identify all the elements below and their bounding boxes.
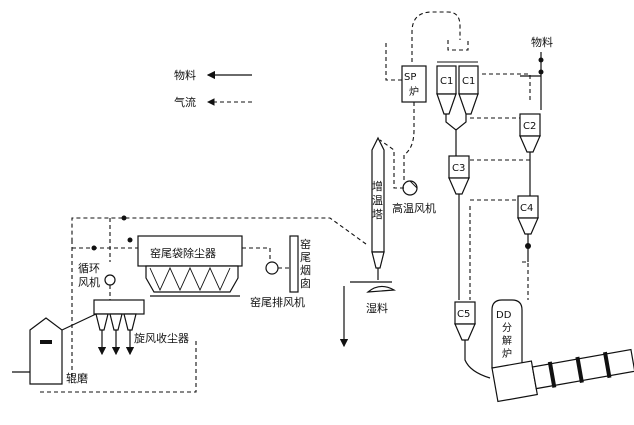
sp-gas-duct (411, 11, 461, 62)
sp-side-duct (385, 40, 402, 81)
kiln-tail-bag-filter (137, 235, 243, 267)
conditioning-tower-cone (371, 251, 385, 269)
chimney-label-1: 窑 (300, 237, 311, 251)
dd-calciner-label-2: 解 (502, 334, 512, 347)
preheater-system: SP 炉 C1 C1 物料 C2 C3 (385, 11, 634, 403)
cyclone-collector-label: 旋风收尘器 (134, 331, 189, 345)
wet-material-bin (366, 285, 396, 293)
mill-bottom-duct (40, 340, 197, 393)
dd-calciner-label-1: 分 (502, 322, 512, 334)
cyclone-c4-label: C4 (520, 203, 533, 214)
cyclone-c1-right-cone (458, 93, 479, 115)
conditioning-tower (371, 136, 385, 253)
circulating-fan-label-1: 循环 (78, 262, 100, 275)
mill-to-cyclone-pipe (61, 313, 97, 331)
sp-furnace-label-sp: SP (404, 72, 416, 83)
kiln-shell (531, 348, 634, 390)
c5-to-kiln-pipe (464, 340, 491, 379)
bag-filter: 窑尾袋除尘器 (137, 235, 271, 297)
legend-airflow-label: 气流 (174, 95, 196, 109)
legend-material-label: 物料 (174, 68, 196, 82)
cyclone-c1-left-cone (436, 93, 457, 115)
cyclone-c1-right-label: C1 (462, 76, 475, 87)
kiln-tyre-3 (602, 351, 612, 379)
high-temp-fan-label: 高温风机 (392, 201, 436, 215)
filter-to-exhaust-duct (242, 247, 271, 262)
calciner-riser (522, 261, 529, 300)
cyclone-c3-cone (448, 177, 470, 195)
kiln-tail-exhaust-fan (265, 261, 279, 275)
sp-to-fan-duct (403, 102, 415, 180)
chimney-label-3: 烟 (300, 263, 311, 277)
conditioning-tower-label-3: 塔 (372, 208, 383, 221)
cyclone-c2-cone (519, 135, 541, 153)
tower-to-mill-top-duct (71, 217, 367, 245)
kiln-tail-exhaust-fan-label: 窑尾排风机 (250, 295, 305, 309)
roller-mill-label: 辊磨 (66, 371, 88, 385)
cyclone-collector-cone-2 (109, 313, 123, 331)
kiln-tyre-1 (547, 361, 557, 388)
valve-b (127, 237, 133, 243)
dd-calciner (491, 299, 523, 369)
high-temp-fan (402, 180, 418, 196)
chimney-label-4: 囱 (300, 277, 311, 290)
dd-calciner-label-dd: DD (496, 310, 512, 321)
circulating-fan-label-2: 风机 (78, 275, 100, 289)
c1-discharge (445, 114, 467, 131)
cyclone-c3-label: C3 (452, 163, 465, 174)
roller-mill-roller (40, 340, 52, 344)
high-temp-fan-blade (409, 180, 418, 189)
mill-system: 循环 风机 旋风收尘器 辊磨 (12, 262, 189, 385)
cyclone-collector-cone-1 (95, 313, 109, 331)
sp-furnace-label-lu: 炉 (409, 86, 419, 98)
cyclone-c4-cone (517, 217, 539, 235)
dd-calciner-label-3: 炉 (502, 348, 512, 360)
valve-c (121, 215, 127, 221)
kiln-tyre-2 (575, 356, 584, 383)
conditioning-tower-label-2: 温 (372, 194, 383, 207)
c1-top-duct (447, 40, 469, 51)
cyclone-c5-cone (454, 323, 476, 341)
cyclone-collector-cone-3 (123, 313, 137, 331)
kiln-tail-bag-filter-label: 窑尾袋除尘器 (150, 246, 216, 260)
cyclone-collector-header (93, 299, 145, 315)
material-feed-label: 物料 (531, 35, 553, 49)
fan-to-tower-duct (379, 139, 404, 189)
kiln-tail-chimney (289, 235, 299, 293)
bag-filter-hopper-pattern (149, 266, 231, 292)
fan-and-tower: 高温风机 增 温 塔 湿料 (339, 136, 436, 348)
kiln-inlet-housing (491, 360, 538, 403)
valve-a (91, 245, 97, 251)
circulating-fan (104, 274, 116, 286)
cyclone-c2-label: C2 (523, 121, 536, 132)
main-ducts (40, 215, 367, 393)
cyclone-c5-label: C5 (457, 309, 470, 320)
sp-furnace (401, 65, 427, 103)
chimney-label-2: 尾 (300, 251, 311, 264)
c4-flap-valve (525, 243, 531, 249)
roller-mill (29, 317, 63, 385)
conditioning-tower-label: 增 (372, 179, 383, 193)
cyclone-c1-left-label: C1 (440, 76, 453, 87)
c2-to-c1-duct (480, 73, 531, 100)
bag-filter-hopper (145, 265, 239, 293)
feed-valve-2 (538, 69, 544, 75)
exhaust-and-chimney: 窑尾排风机 窑 尾 烟 囱 (250, 235, 311, 309)
wet-material-label: 湿料 (366, 301, 388, 315)
feed-valve-1 (538, 57, 544, 63)
rotary-kiln (491, 348, 634, 403)
legend: 物料 气流 (174, 68, 252, 109)
